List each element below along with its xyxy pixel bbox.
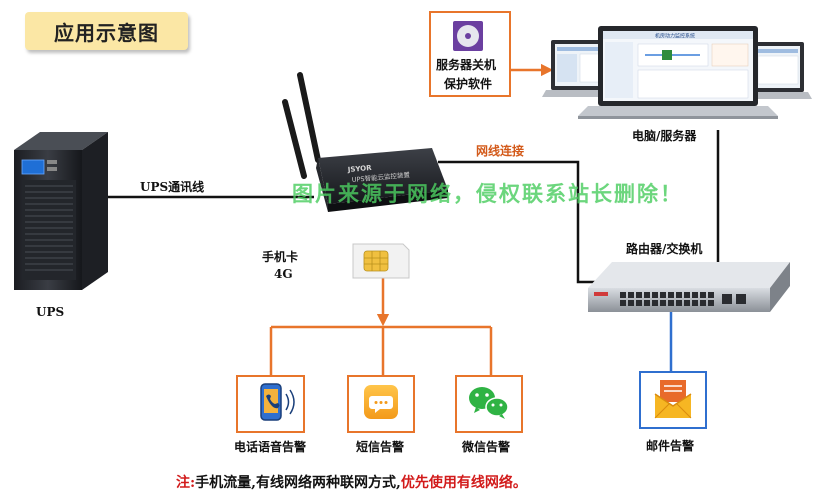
footnote: 注:手机流量,有线网络两种联网方式,优先使用有线网络。 xyxy=(176,472,527,492)
wechat-alarm-box xyxy=(455,375,523,433)
wechat-alarm-label: 微信告警 xyxy=(462,440,511,454)
footnote-body: 手机流量,有线网络两种联网方式, xyxy=(195,475,401,491)
router-switch-device xyxy=(588,262,790,312)
network-cable-label: 网线连接 xyxy=(476,144,525,158)
connection-lines xyxy=(106,130,720,284)
email-alarm-box xyxy=(639,371,707,429)
ups-label: UPS xyxy=(36,305,65,319)
ups-device xyxy=(14,132,108,290)
computer-group: 机房动力监控系统 xyxy=(542,26,812,119)
alarm-tree xyxy=(269,278,493,376)
sms-alarm-label: 短信告警 xyxy=(356,440,405,454)
monitoring-device: JSYOR UPS智能云监控装置 xyxy=(282,72,448,212)
diagram-title: 应用示意图 xyxy=(25,12,188,50)
voice-alarm-label: 电话语音告警 xyxy=(234,440,307,454)
sim-network-label: 4G xyxy=(274,267,293,281)
sms-alarm-box xyxy=(347,375,415,433)
network-cable-line xyxy=(438,160,600,284)
footnote-highlight: 优先使用有线网络。 xyxy=(400,475,527,491)
device-brand-text: JSYOR xyxy=(346,164,372,174)
sim-card xyxy=(352,243,410,279)
ups-cable-label: UPS通讯线 xyxy=(140,180,205,194)
email-alarm-label: 邮件告警 xyxy=(646,439,695,453)
computer-server-label: 电脑/服务器 xyxy=(632,129,697,143)
software-label-line1: 服务器关机 xyxy=(436,58,497,72)
voice-alarm-box xyxy=(236,375,305,433)
footnote-prefix: 注: xyxy=(176,475,196,491)
software-label-line2: 保护软件 xyxy=(444,77,493,91)
screen-title-text: 机房动力监控系统 xyxy=(655,33,695,40)
software-box xyxy=(429,11,511,97)
router-switch-label: 路由器/交换机 xyxy=(626,242,703,256)
sim-card-label: 手机卡 xyxy=(262,250,299,264)
watermark-text: 图片来源于网络，侵权联系站长删除！ xyxy=(292,182,683,206)
